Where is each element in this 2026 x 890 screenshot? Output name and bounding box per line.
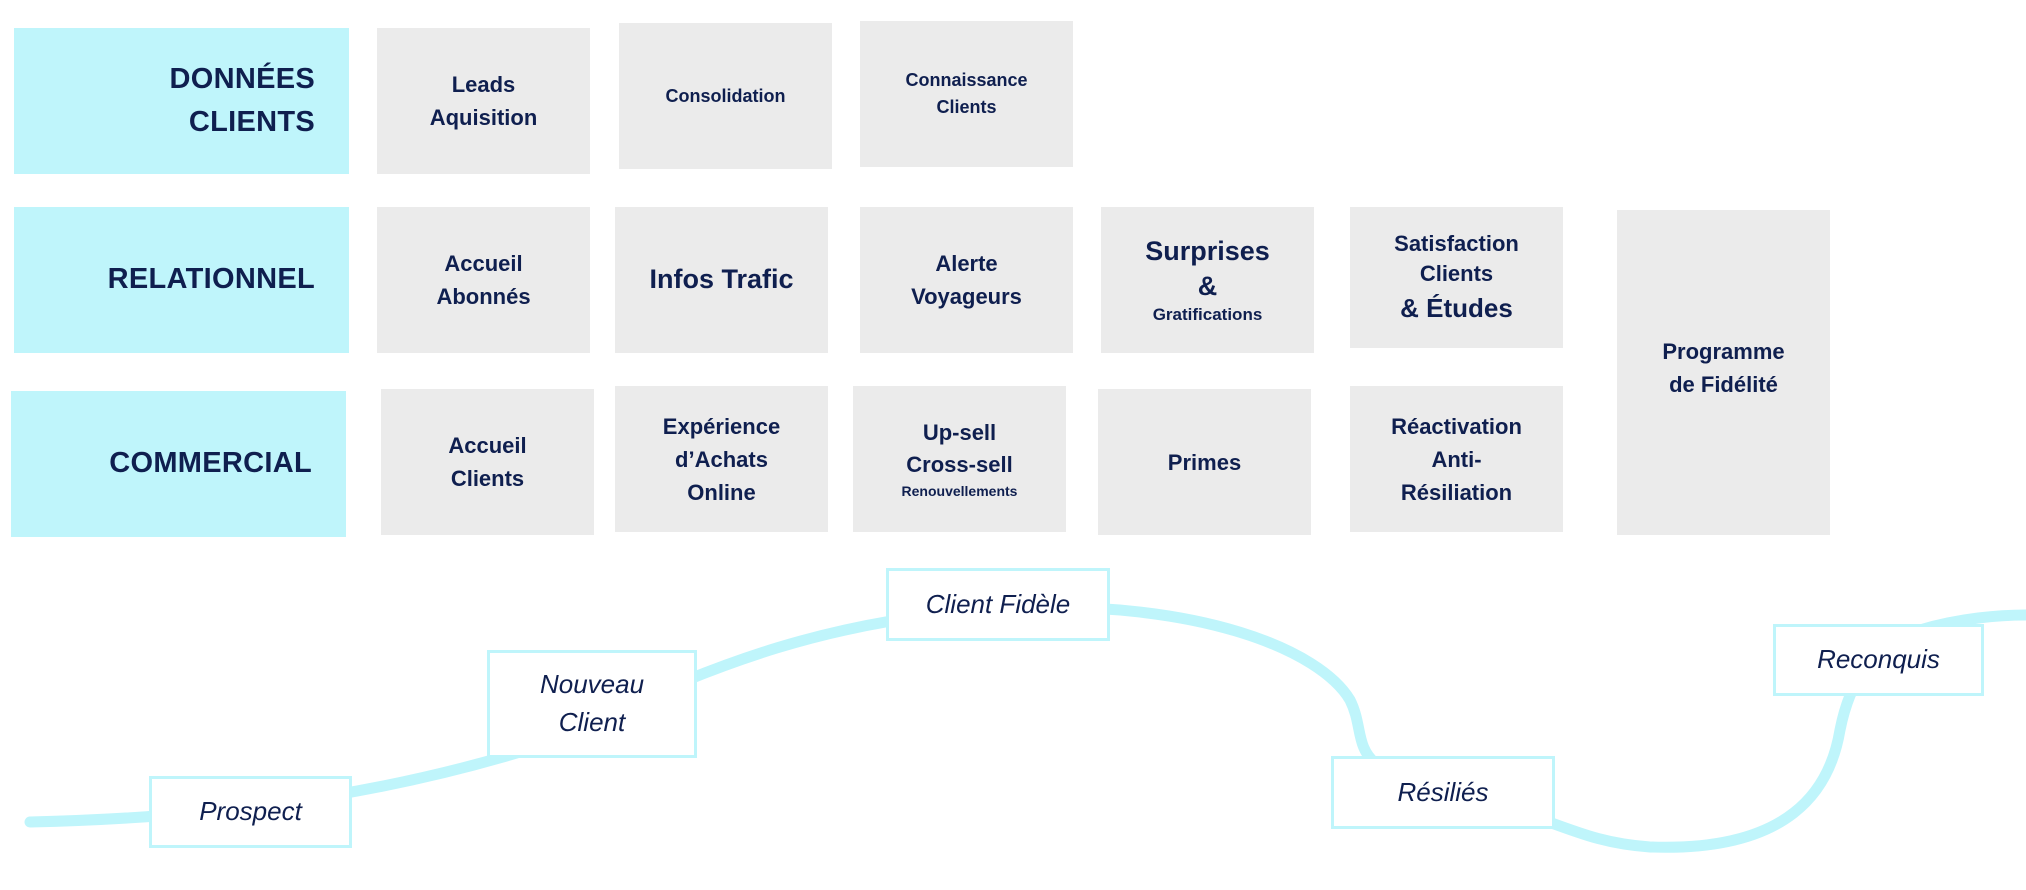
stage-text: Client Fidèle bbox=[925, 588, 1071, 619]
tile-text: Consolidation bbox=[665, 85, 786, 106]
stage-text: Reconquis bbox=[1817, 644, 1940, 675]
tile-reactivation-anti-resiliation: Réactivation Anti- Résiliation bbox=[1350, 386, 1563, 532]
stage-text: Prospect bbox=[199, 796, 302, 827]
row-label-commercial: COMMERCIAL bbox=[11, 391, 346, 537]
tile-text: Connaissance bbox=[905, 70, 1028, 90]
tile-text: & Études bbox=[1400, 293, 1513, 324]
tile-experience-achats-online: Expérience d’Achats Online bbox=[615, 386, 828, 532]
tile-text: de Fidélité bbox=[1669, 371, 1778, 397]
row-label-text: RELATIONNEL bbox=[107, 263, 315, 296]
tile-text: Gratifications bbox=[1152, 305, 1263, 325]
tile-programme-fidelite: Programme de Fidélité bbox=[1617, 210, 1830, 535]
tile-leads-aquisition: Leads Aquisition bbox=[377, 28, 590, 174]
row-label-text: COMMERCIAL bbox=[109, 447, 312, 480]
tile-text: Infos Trafic bbox=[649, 264, 794, 295]
stage-resilies: Résiliés bbox=[1331, 756, 1555, 829]
tile-text: Résiliation bbox=[1400, 479, 1513, 505]
stage-nouveau-client: Nouveau Client bbox=[487, 650, 697, 758]
tile-text: Cross-sell bbox=[906, 451, 1013, 477]
stage-reconquis: Reconquis bbox=[1773, 624, 1984, 696]
tile-text: & bbox=[1197, 270, 1218, 301]
tile-text: Voyageurs bbox=[911, 284, 1022, 309]
stage-text: Nouveau bbox=[539, 669, 645, 700]
tile-satisfaction-etudes: Satisfaction Clients & Études bbox=[1350, 207, 1563, 348]
stage-prospect: Prospect bbox=[149, 776, 352, 848]
tile-text: Alerte bbox=[935, 251, 998, 276]
tile-text: Up-sell bbox=[922, 419, 997, 445]
tile-text: Primes bbox=[1167, 449, 1242, 475]
tile-text: Abonnés bbox=[436, 284, 531, 309]
row-label-relationnel: RELATIONNEL bbox=[14, 207, 349, 353]
stage-text: Résiliés bbox=[1397, 776, 1489, 807]
tile-infos-trafic: Infos Trafic bbox=[615, 207, 828, 353]
tile-text: Expérience bbox=[662, 413, 781, 439]
tile-primes: Primes bbox=[1098, 389, 1311, 535]
tile-text: Renouvellements bbox=[901, 482, 1018, 499]
tile-text: Programme bbox=[1662, 338, 1785, 364]
tile-text: Clients bbox=[1419, 261, 1494, 287]
tile-upsell-crosssell: Up-sell Cross-sell Renouvellements bbox=[853, 386, 1066, 532]
row-label-text: DONNÉES CLIENTS bbox=[169, 62, 315, 139]
tile-text: Réactivation bbox=[1391, 413, 1522, 439]
row-label-donnees-clients: DONNÉES CLIENTS bbox=[14, 28, 349, 174]
stage-text: Client bbox=[558, 707, 626, 737]
tile-text: d’Achats bbox=[675, 446, 768, 472]
tile-text: Anti- bbox=[1431, 446, 1482, 472]
tile-accueil-abonnes: Accueil Abonnés bbox=[377, 207, 590, 353]
tile-text: Satisfaction bbox=[1394, 230, 1519, 256]
tile-text: Aquisition bbox=[429, 105, 538, 130]
tile-text: Leads bbox=[451, 72, 516, 97]
tile-surprises-gratifications: Surprises & Gratifications bbox=[1101, 207, 1314, 353]
tile-accueil-clients: Accueil Clients bbox=[381, 389, 594, 535]
tile-alerte-voyageurs: Alerte Voyageurs bbox=[860, 207, 1073, 353]
tile-text: Accueil bbox=[448, 433, 527, 458]
tile-text: Clients bbox=[450, 466, 525, 491]
tile-consolidation: Consolidation bbox=[619, 23, 832, 169]
tile-text: Clients bbox=[936, 97, 997, 117]
tile-text: Surprises bbox=[1145, 235, 1270, 266]
tile-text: Online bbox=[687, 479, 756, 505]
stage-client-fidele: Client Fidèle bbox=[886, 568, 1110, 641]
tile-text: Accueil bbox=[444, 251, 523, 276]
tile-connaissance-clients: Connaissance Clients bbox=[860, 21, 1073, 167]
